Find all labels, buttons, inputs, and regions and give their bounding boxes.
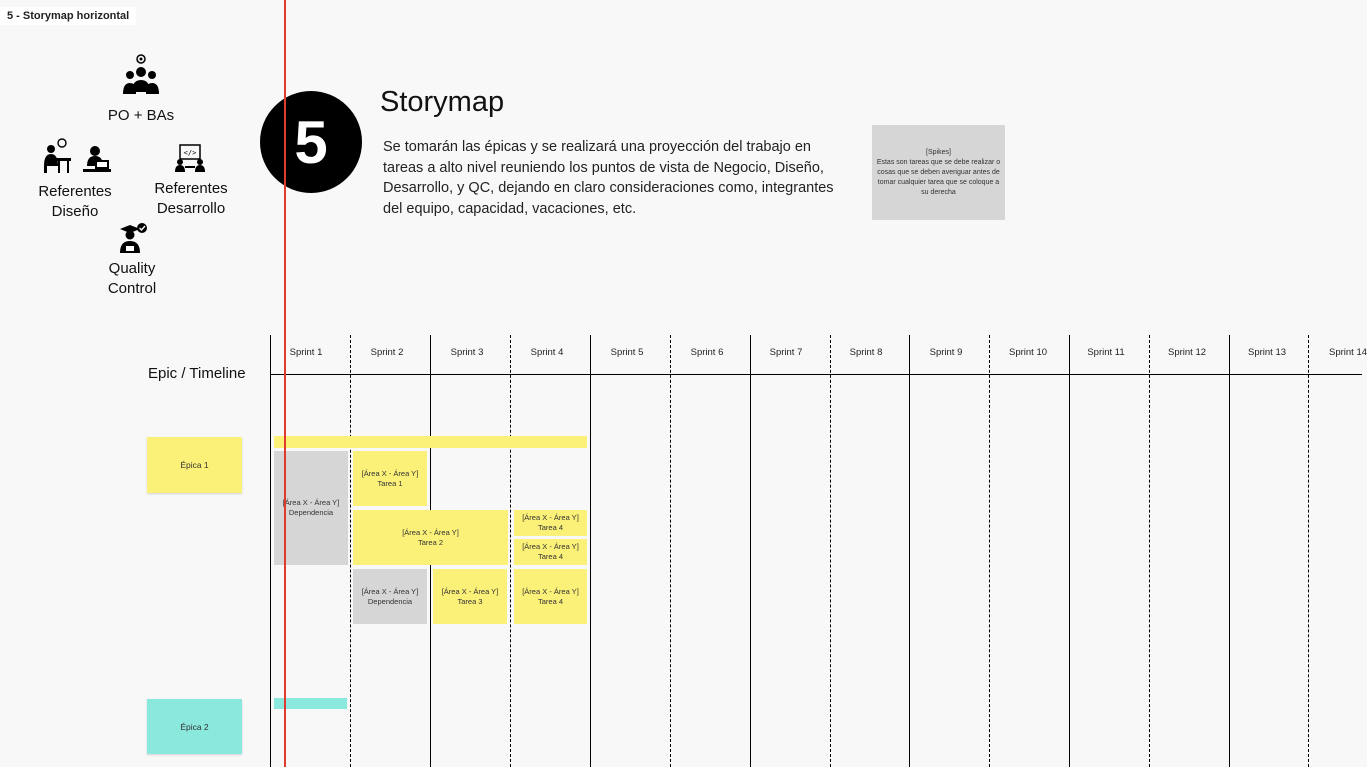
sprint-header[interactable]: Sprint 8 [849,347,883,358]
task-sticky[interactable]: [Área X - Área Y] Tarea 4 [514,539,587,565]
step-number-badge: 5 [260,91,362,193]
grid-line [590,335,591,767]
dependency-sticky[interactable]: [Área X - Área Y] Dependencia [274,451,348,565]
sprint-header[interactable]: Sprint 1 [289,347,323,358]
team-icon [123,54,159,94]
sprint-header[interactable]: Sprint 9 [929,347,963,358]
sprint-header[interactable]: Sprint 5 [610,347,644,358]
grid-line [670,335,671,767]
task-sticky[interactable]: [Área X - Área Y] Tarea 2 [353,510,508,565]
spikes-sticky[interactable]: [Spikes] Estas son tareas que se debe re… [872,125,1005,220]
sprint-header[interactable]: Sprint 14 [1329,347,1367,358]
section-title: Storymap [380,86,505,118]
sticky-task: Tarea 3 [457,596,483,606]
role-design-label: Referentes Diseño [30,182,120,222]
task-sticky[interactable]: [Área X - Área Y] Tarea 3 [433,569,507,624]
sticky-task: Dependencia [367,596,413,606]
grid-line [350,335,351,767]
sprint-header[interactable]: Sprint 13 [1247,347,1287,358]
grid-line [1069,335,1070,767]
playhead-line[interactable] [284,0,286,767]
svg-text:</>: </> [184,149,197,157]
grid-line [909,335,910,767]
section-description: Se tomarán las épicas y se realizará una… [383,139,834,217]
sticky-area: [Área X - Área Y] [522,513,579,522]
grid-line [270,335,271,767]
spikes-body: Estas son tareas que se debe realizar o … [876,158,1001,196]
sticky-task: Tarea 1 [377,478,403,488]
role-po-label: PO + BAs [107,107,175,124]
frame-title[interactable]: 5 - Storymap horizontal [0,7,137,25]
sprint-header[interactable]: Sprint 12 [1167,347,1207,358]
role-design-line2: Diseño [51,203,99,220]
spikes-title: [Spikes] [926,148,951,156]
sprint-header[interactable]: Sprint 7 [769,347,803,358]
sticky-area: [Área X - Área Y] [522,542,579,551]
grid-line [830,335,831,767]
sticky-task: Tarea 2 [417,537,444,547]
task-sticky[interactable]: [Área X - Área Y] Tarea 4 [514,569,587,624]
laptop-user-icon [83,146,111,172]
role-design-line1: Referentes [38,183,112,200]
grid-line [510,335,511,767]
role-dev-line2: Desarrollo [156,200,226,217]
sticky-area: [Área X - Área Y] [402,527,459,537]
sprint-header[interactable]: Sprint 11 [1087,347,1125,358]
role-dev-label: Referentes Desarrollo [145,179,237,219]
epic-2-duration-bar[interactable] [274,698,347,709]
sprint-header[interactable]: Sprint 4 [530,347,564,358]
sticky-task: Dependencia [288,508,334,517]
epic-2-sticky[interactable]: Épica 2 [147,699,242,754]
sticky-task: Tarea 4 [537,523,564,532]
task-sticky[interactable]: [Área X - Área Y] Tarea 1 [353,451,427,506]
epic-1-sticky[interactable]: Épica 1 [147,437,242,493]
epic-1-duration-bar[interactable] [274,436,587,448]
grid-line [1308,335,1309,767]
timeline-header-divider [270,374,1362,375]
sprint-header[interactable]: Sprint 2 [370,347,404,358]
sticky-area: [Área X - Área Y] [361,586,419,596]
role-dev-line1: Referentes [154,180,228,197]
role-qc-line2: Control [107,280,157,297]
sticky-area: [Área X - Área Y] [361,468,419,478]
sticky-area: [Área X - Área Y] [441,586,499,596]
designer-icon [44,138,71,173]
sticky-task: Tarea 4 [537,596,564,606]
grid-line [1149,335,1150,767]
sprint-header[interactable]: Sprint 6 [690,347,724,358]
sprint-header[interactable]: Sprint 10 [1008,347,1048,358]
sticky-area: [Área X - Área Y] [522,586,579,596]
timeline-header-label: Epic / Timeline [148,365,246,382]
sticky-area: [Área X - Área Y] [282,498,340,507]
developer-icon: </> [175,144,205,172]
sticky-task: Tarea 4 [537,552,564,561]
sprint-header[interactable]: Sprint 3 [450,347,484,358]
grid-line [1229,335,1230,767]
grid-line [989,335,990,767]
task-sticky[interactable]: [Área X - Área Y] Tarea 4 [514,510,587,536]
grid-line [750,335,751,767]
role-qc-label: Quality Control [90,259,174,299]
dependency-sticky[interactable]: [Área X - Área Y] Dependencia [353,569,427,624]
quality-control-icon [120,223,147,253]
role-qc-line1: Quality [108,260,156,277]
